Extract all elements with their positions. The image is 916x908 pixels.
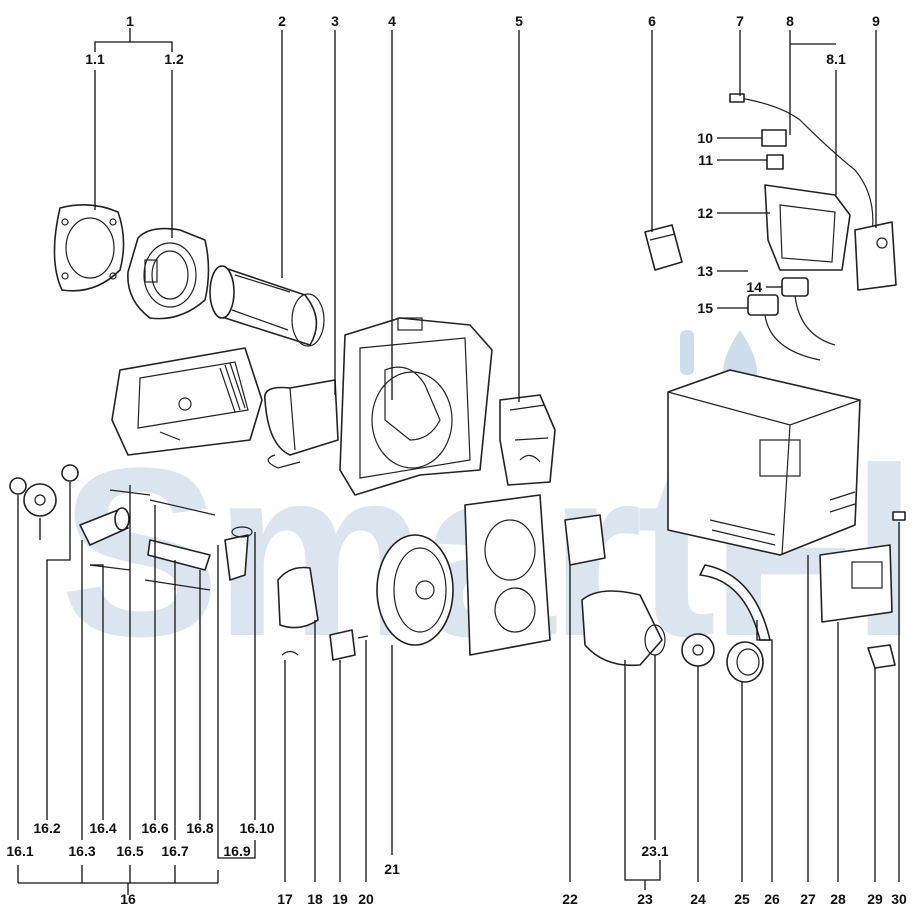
part-28-cover-plate xyxy=(819,544,893,623)
callout-21: 21 xyxy=(384,861,400,877)
part-17-clip xyxy=(281,650,299,656)
callout-11: 11 xyxy=(698,152,713,168)
part-9-junction-box xyxy=(854,221,897,291)
callout-16: 16 xyxy=(120,891,136,907)
part-4-burner-housing xyxy=(339,317,493,496)
part-16-7-oil-line xyxy=(147,539,211,571)
callout-22: 22 xyxy=(562,891,578,907)
callout-16-3: 16.3 xyxy=(68,843,95,859)
callout-1-2: 1.2 xyxy=(164,51,184,67)
callout-16-8: 16.8 xyxy=(186,820,213,836)
callout-9: 9 xyxy=(872,13,880,29)
part-10-plug xyxy=(761,129,787,147)
callout-12: 12 xyxy=(697,205,713,221)
leader-lines xyxy=(17,28,900,895)
part-30-screw xyxy=(892,511,906,521)
part-15-connector xyxy=(747,294,836,361)
callout-16-5: 16.5 xyxy=(116,843,143,859)
part-14-connector xyxy=(781,277,809,297)
callout-16-1: 16.1 xyxy=(6,843,33,859)
callout-16-7: 16.7 xyxy=(161,843,188,859)
callout-16-6: 16.6 xyxy=(141,820,168,836)
part-27-burner-cover xyxy=(667,369,861,556)
part-16-4-nozzle-tube xyxy=(79,507,130,546)
part-29-plug xyxy=(867,644,896,669)
part-5-oil-pump-mount xyxy=(499,394,556,486)
callout-28: 28 xyxy=(830,891,846,907)
callout-6: 6 xyxy=(648,13,656,29)
part-12-control-box xyxy=(764,184,851,271)
part-24-coupling xyxy=(681,633,715,667)
part-2-combustion-tube xyxy=(209,265,325,347)
callout-13: 13 xyxy=(697,263,713,279)
part-16-2-ring xyxy=(61,464,79,482)
part-22-capacitor xyxy=(564,514,606,566)
part-16-6-rods xyxy=(144,499,216,591)
callout-16-4: 16.4 xyxy=(89,820,116,836)
callout-25: 25 xyxy=(734,891,750,907)
callout-4: 4 xyxy=(388,13,396,29)
callout-8: 8 xyxy=(786,13,794,29)
callout-5: 5 xyxy=(515,13,523,29)
callout-17: 17 xyxy=(277,891,293,907)
callout-18: 18 xyxy=(307,891,323,907)
part-18-plate xyxy=(277,566,319,629)
callout-labels: 1 1.1 1.2 2 3 4 5 6 7 8 8.1 9 10 11 12 1… xyxy=(6,13,907,907)
callout-14: 14 xyxy=(746,279,762,295)
callout-23: 23 xyxy=(637,891,653,907)
watermark-thumb-icon xyxy=(680,330,694,375)
part-16-1-washer xyxy=(9,477,27,495)
part-16-10-holder xyxy=(224,526,253,581)
part-1-2-flange xyxy=(127,227,210,320)
part-7-cable xyxy=(729,93,874,246)
part-3-air-damper xyxy=(263,379,339,469)
air-intake-cover xyxy=(111,347,263,456)
callout-16-9: 16.9 xyxy=(223,843,250,859)
callout-23-1: 23.1 xyxy=(641,843,668,859)
callout-1: 1 xyxy=(126,13,134,29)
callout-16-10: 16.10 xyxy=(239,820,274,836)
callout-26: 26 xyxy=(764,891,780,907)
blower-flange-plate xyxy=(464,494,551,656)
callout-2: 2 xyxy=(278,13,286,29)
callout-20: 20 xyxy=(358,891,374,907)
part-20-screw xyxy=(357,635,369,639)
callout-27: 27 xyxy=(800,891,816,907)
callout-19: 19 xyxy=(332,891,348,907)
part-11-relay xyxy=(766,154,784,170)
callout-30: 30 xyxy=(891,891,907,907)
callout-15: 15 xyxy=(697,300,713,316)
callout-29: 29 xyxy=(867,891,883,907)
callout-7: 7 xyxy=(736,13,744,29)
callout-3: 3 xyxy=(331,13,339,29)
part-19-bracket xyxy=(329,629,356,661)
part-25-pump-ring xyxy=(726,641,764,683)
callout-8-1: 8.1 xyxy=(826,51,846,67)
part-1-1-gasket xyxy=(53,204,125,292)
callout-10: 10 xyxy=(697,130,713,146)
part-21-fan-wheel xyxy=(376,534,454,646)
part-16-3-swirler xyxy=(23,483,57,517)
callout-24: 24 xyxy=(690,891,706,907)
callout-16-2: 16.2 xyxy=(33,820,60,836)
part-6-ignition-transformer xyxy=(644,224,683,271)
callout-1-1: 1.1 xyxy=(85,51,105,67)
